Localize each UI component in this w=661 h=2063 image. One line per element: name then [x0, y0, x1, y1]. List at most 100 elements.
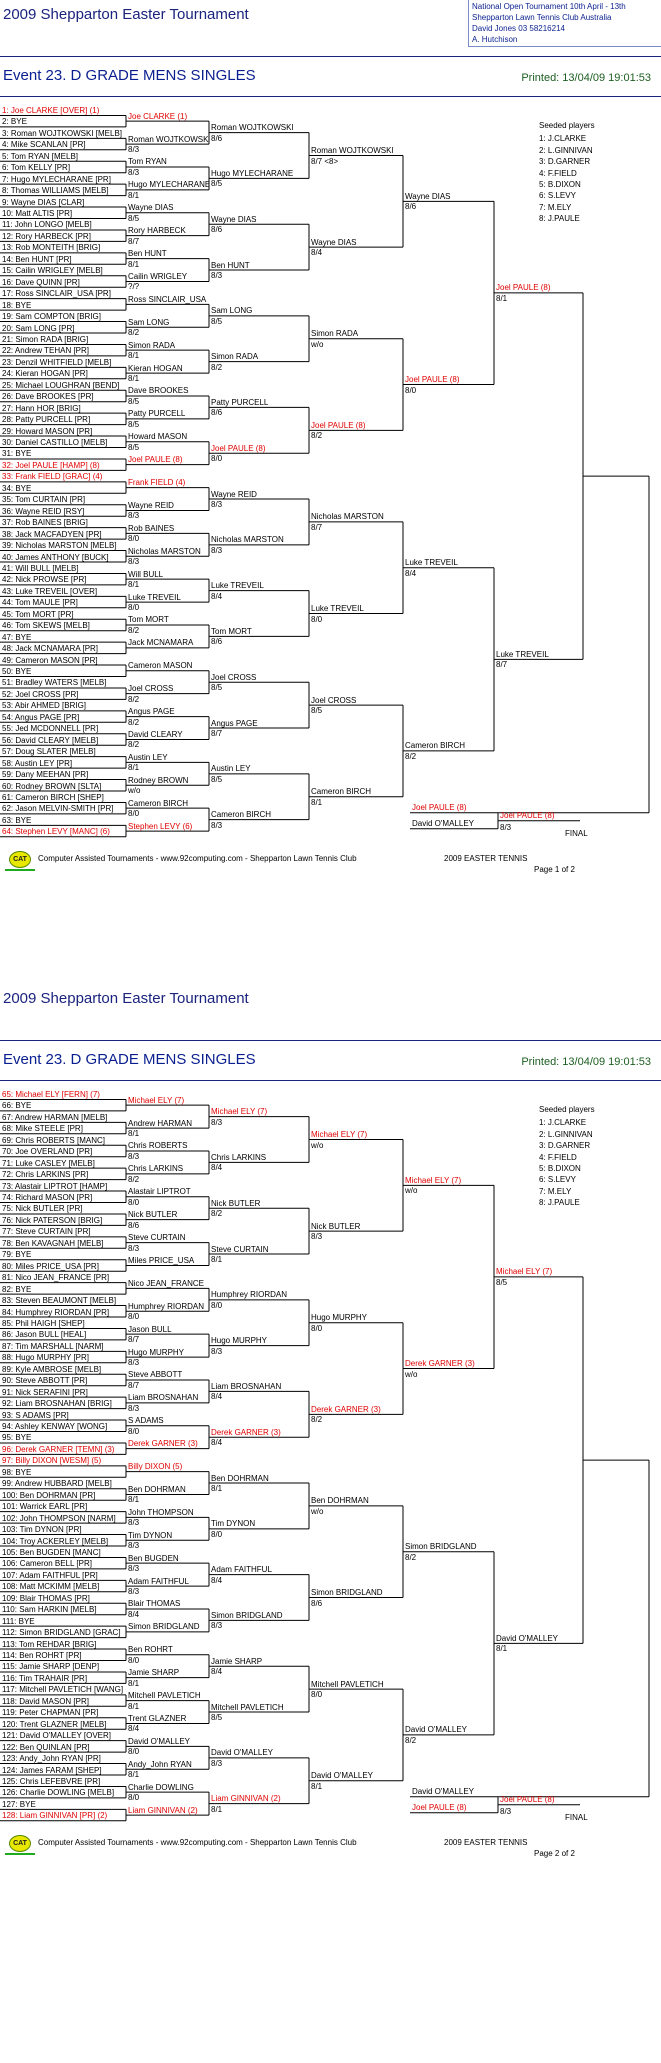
draw-entry: 89: Kyle AMBROSE [MELB]	[2, 1364, 102, 1374]
draw-entry: 79: BYE	[2, 1250, 32, 1260]
round3-winner: Ben DOHRMAN	[211, 1473, 269, 1483]
round3-winner: Cameron BIRCH	[211, 810, 272, 820]
seed-entry: 4: F.FIELD	[539, 168, 577, 178]
cat-logo-icon: CAT	[9, 850, 31, 868]
round2-winner: Liam BROSNAHAN	[128, 1393, 199, 1403]
round2-winner: Cailin WRIGLEY	[128, 271, 188, 281]
round2-score: 8/3	[128, 1151, 140, 1161]
footer-credit: Computer Assisted Tournaments - www.92co…	[38, 1837, 357, 1847]
round5-winner: Wayne DIAS	[405, 191, 451, 201]
round2-score: 8/3	[128, 1541, 140, 1551]
round2-winner: Kieran HOGAN	[128, 363, 183, 373]
round5-score: w/o	[405, 1369, 418, 1379]
half-winner: David O'MALLEY	[412, 1786, 474, 1796]
round3-score: 8/4	[211, 591, 223, 601]
round5-winner: Michael ELY (7)	[405, 1175, 462, 1185]
round5-winner: David O'MALLEY	[405, 1725, 467, 1735]
round6-winner: Michael ELY (7)	[496, 1267, 553, 1277]
seed-entry: 7: M.ELY	[539, 1186, 572, 1196]
round3-winner: Joel CROSS	[211, 672, 257, 682]
round3-score: 8/1	[211, 1484, 223, 1494]
round2-winner: Angus PAGE	[128, 707, 175, 717]
draw-entry: 63: BYE	[2, 815, 32, 825]
draw-entry: 56: David CLEARY [MELB]	[2, 735, 99, 745]
round2-score: 8/3	[128, 145, 140, 155]
round6-score: 8/1	[496, 1644, 508, 1654]
round3-winner: Hugo MURPHY	[211, 1336, 268, 1346]
round2-winner: Charlie DOWLING	[128, 1782, 194, 1792]
draw-entry: 51: Bradley WATERS [MELB]	[2, 678, 107, 688]
round3-score: 8/3	[211, 820, 223, 830]
draw-entry: 19: Sam COMPTON [BRIG]	[2, 312, 101, 322]
draw-entry: 40: James ANTHONY [BUCK]	[2, 552, 109, 562]
round2-winner: Chris LARKINS	[128, 1164, 184, 1174]
draw-entry: 26: Dave BROOKES [PR]	[2, 392, 94, 402]
draw-entry: 114: Ben ROHRT [PR]	[2, 1651, 82, 1660]
round5-score: 8/4	[405, 568, 417, 578]
draw-entry: 13: Rob MONTEITH [BRIG]	[2, 243, 101, 253]
round6-score: 8/5	[496, 1277, 508, 1287]
round2-winner: Hugo MURPHY	[128, 1347, 185, 1357]
event-title: Event 23. D GRADE MENS SINGLES	[3, 67, 256, 84]
draw-entry: 35: Tom CURTAIN [PR]	[2, 495, 86, 505]
round2-score: 8/2	[128, 694, 140, 704]
round2-winner: Joel CROSS	[128, 684, 174, 694]
round2-winner: Stephen LEVY (6)	[128, 821, 193, 831]
round4-winner: Nicholas MARSTON	[311, 512, 384, 522]
draw-entry: 32: Joel PAULE [HAMP] (8)	[2, 460, 100, 470]
round5-score: 8/2	[405, 1735, 417, 1745]
draw-entry: 29: Howard MASON [PR]	[2, 426, 93, 436]
draw-entry: 41: Will BULL [MELB]	[2, 563, 79, 573]
seed-entry: 5: B.DIXON	[539, 1164, 581, 1174]
round2-score: 8/3	[128, 1403, 140, 1413]
round2-winner: Will BULL	[128, 569, 164, 579]
draw-entry: 100: Ben DOHRMAN [PR]	[2, 1490, 96, 1500]
draw-entry: 76: Nick PATERSON [BRIG]	[2, 1215, 103, 1225]
round4-winner: Hugo MURPHY	[311, 1313, 368, 1323]
draw-entry: 73: Alastair LIPTROT [HAMP]	[2, 1181, 108, 1191]
round3-score: 8/3	[211, 1758, 223, 1768]
round5-winner: Joel PAULE (8)	[405, 375, 460, 385]
draw-entry: 31: BYE	[2, 449, 32, 459]
seeded-players-heading: Seeded players	[539, 1105, 595, 1114]
round2-winner: Roman WOJTKOWSKI	[128, 134, 209, 144]
draw-entry: 88: Hugo MURPHY [PR]	[2, 1353, 89, 1363]
round2-winner: Billy DIXON (5)	[128, 1462, 183, 1472]
draw-entry: 2: BYE	[2, 117, 27, 127]
info-line: National Open Tournament 10th April - 13…	[472, 2, 626, 11]
round2-winner: Jack MCNAMARA	[128, 638, 194, 648]
round3-score: 8/2	[211, 1209, 223, 1219]
draw-entry: 106: Cameron BELL [PR]	[2, 1559, 92, 1569]
draw-entry: 93: S ADAMS [PR]	[2, 1410, 69, 1420]
round4-winner: Michael ELY (7)	[311, 1130, 368, 1140]
round4-winner: Simon BRIDGLAND	[311, 1588, 383, 1598]
round2-score: 8/6	[128, 1220, 140, 1230]
draw-entry: 52: Joel CROSS [PR]	[2, 689, 79, 699]
draw-entry: 55: Jed MCDONNELL [PR]	[2, 724, 99, 734]
draw-entry: 99: Andrew HUBBARD [MELB]	[2, 1479, 112, 1489]
draw-entry: 90: Steve ABBOTT [PR]	[2, 1376, 88, 1386]
round2-score: 8/0	[128, 534, 140, 544]
draw-entry: 105: Ben BUGDEN [MANC]	[2, 1547, 101, 1557]
round2-winner: Wayne DIAS	[128, 203, 174, 213]
draw-entry: 82: BYE	[2, 1284, 32, 1294]
bracket-lines	[0, 114, 650, 838]
round2-score: 8/5	[128, 419, 140, 429]
footer-page-number: Page 1 of 2	[534, 864, 575, 874]
round3-winner: Ben HUNT	[211, 260, 250, 270]
round2-score: 8/0	[128, 1426, 140, 1436]
seed-entry: 1: J.CLARKE	[539, 134, 587, 144]
round2-score: 8/3	[128, 1564, 140, 1574]
round2-score: 8/2	[128, 1174, 140, 1184]
seed-entry: 4: F.FIELD	[539, 1152, 577, 1162]
round4-winner: Roman WOJTKOWSKI	[311, 146, 394, 156]
draw-entry: 61: Cameron BIRCH [SHEP]	[2, 792, 104, 802]
round2-winner: Tim DYNON	[128, 1530, 173, 1540]
footer-event: 2009 EASTER TENNIS	[444, 1837, 528, 1847]
round2-winner: Derek GARNER (3)	[128, 1439, 198, 1449]
round2-score: 8/1	[128, 1495, 140, 1505]
draw-entry: 98: BYE	[2, 1467, 32, 1477]
round2-winner: Blair THOMAS	[128, 1599, 181, 1609]
round6-winner: Luke TREVEIL	[496, 649, 549, 659]
